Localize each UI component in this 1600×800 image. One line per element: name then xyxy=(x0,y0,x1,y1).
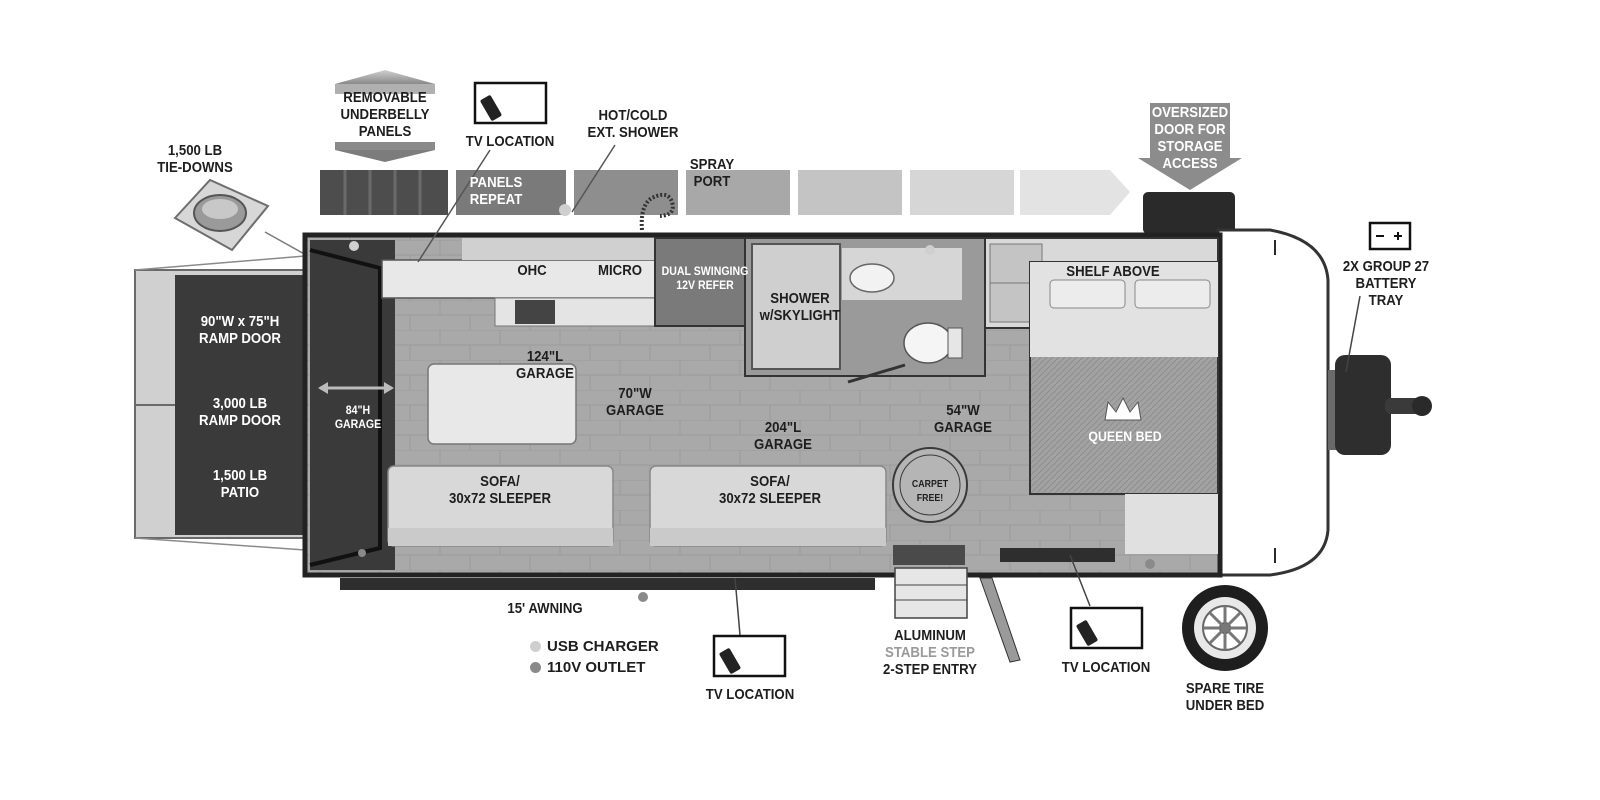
tie-downs-label: 1,500 LB TIE-DOWNS xyxy=(157,142,233,176)
sofa-2-label: SOFA/ 30x72 SLEEPER xyxy=(719,473,821,507)
dinette-table xyxy=(427,363,577,445)
battery-tray-label: 2X GROUP 27 BATTERY TRAY xyxy=(1342,258,1430,309)
tv-location-right-label: TV LOCATION xyxy=(1061,659,1151,676)
awning xyxy=(340,578,875,590)
tv-icon xyxy=(1069,606,1144,650)
battery-icon xyxy=(1368,221,1412,251)
tie-down-icon xyxy=(173,178,409,313)
garage-124-label: 124"L GARAGE xyxy=(516,348,574,382)
queen-bed-label: QUEEN BED xyxy=(1088,428,1162,444)
tire-icon xyxy=(1182,585,1268,671)
hitch-jack xyxy=(1328,295,1432,455)
ramp-door xyxy=(134,255,306,551)
entry-label: 2-STEP ENTRY xyxy=(883,661,977,678)
garage-204-label: 204"L GARAGE xyxy=(754,419,812,453)
aluminum-label: ALUMINUM xyxy=(894,627,966,644)
garage-70-label: 70"W GARAGE xyxy=(606,385,664,419)
shelf-above-label: SHELF ABOVE xyxy=(1066,263,1160,280)
garage-54-label: 54"W GARAGE xyxy=(934,402,992,436)
stable-step-label: STABLE STEP xyxy=(885,644,975,661)
usb-label: USB CHARGER xyxy=(547,638,659,655)
garage-height-label: 84"H GARAGE xyxy=(334,403,382,431)
shower-label: SHOWER w/SKYLIGHT xyxy=(759,290,841,324)
usb-dot xyxy=(530,641,541,652)
spray-port-hose xyxy=(639,192,675,231)
storage-door xyxy=(1143,192,1235,234)
hot-cold-shower-label: HOT/COLD EXT. SHOWER xyxy=(587,107,679,141)
legend-outlet: 110V OUTLET xyxy=(530,659,645,676)
legend-usb: USB CHARGER xyxy=(530,638,659,655)
awning-label: 15' AWNING xyxy=(507,600,583,617)
oversized-door-label: OVERSIZED DOOR FOR STORAGE ACCESS xyxy=(1151,104,1229,172)
sofa-1-label: SOFA/ 30x72 SLEEPER xyxy=(449,473,551,507)
tv-icon xyxy=(712,634,787,678)
tv-location-bottom-label: TV LOCATION xyxy=(705,686,795,703)
carpet-free-label: CARPET FREE! xyxy=(911,479,949,504)
crown-icon xyxy=(1104,396,1142,421)
oversized-door-arrow xyxy=(1138,103,1242,190)
carpet-free-badge xyxy=(892,447,968,523)
panels-repeat-label: PANELS REPEAT xyxy=(469,174,523,208)
bathroom xyxy=(744,237,986,384)
sofa-right xyxy=(649,465,887,547)
leader-lines xyxy=(417,144,616,263)
sofa-left xyxy=(387,465,614,547)
micro-label: MICRO xyxy=(598,262,642,279)
outlet-label: 110V OUTLET xyxy=(547,659,646,676)
tv-location-top-label: TV LOCATION xyxy=(465,133,555,150)
spray-port-label: SPRAY PORT xyxy=(689,156,735,190)
spare-tire-label: SPARE TIRE UNDER BED xyxy=(1185,680,1265,714)
ohc-label: OHC xyxy=(517,262,547,279)
outlet-dot xyxy=(530,662,541,673)
ramp-door-size-label: 90"W x 75"H RAMP DOOR xyxy=(199,313,281,347)
ramp-door-weight-label: 3,000 LB RAMP DOOR xyxy=(199,395,281,429)
outlet-markers xyxy=(349,204,1155,602)
removable-panels-arrows xyxy=(335,70,435,162)
kitchen-cabinets xyxy=(381,237,751,327)
front-cap xyxy=(1216,228,1330,577)
underbelly-panels-band xyxy=(320,170,1130,215)
queen-bed xyxy=(1029,261,1219,554)
refer-label: DUAL SWINGING 12V REFER xyxy=(661,264,749,292)
entry-door xyxy=(893,545,1021,663)
patio-label: 1,500 LB PATIO xyxy=(212,467,268,501)
removable-panels-label: REMOVABLE UNDERBELLY PANELS xyxy=(340,89,430,140)
tv-icon xyxy=(473,81,548,125)
